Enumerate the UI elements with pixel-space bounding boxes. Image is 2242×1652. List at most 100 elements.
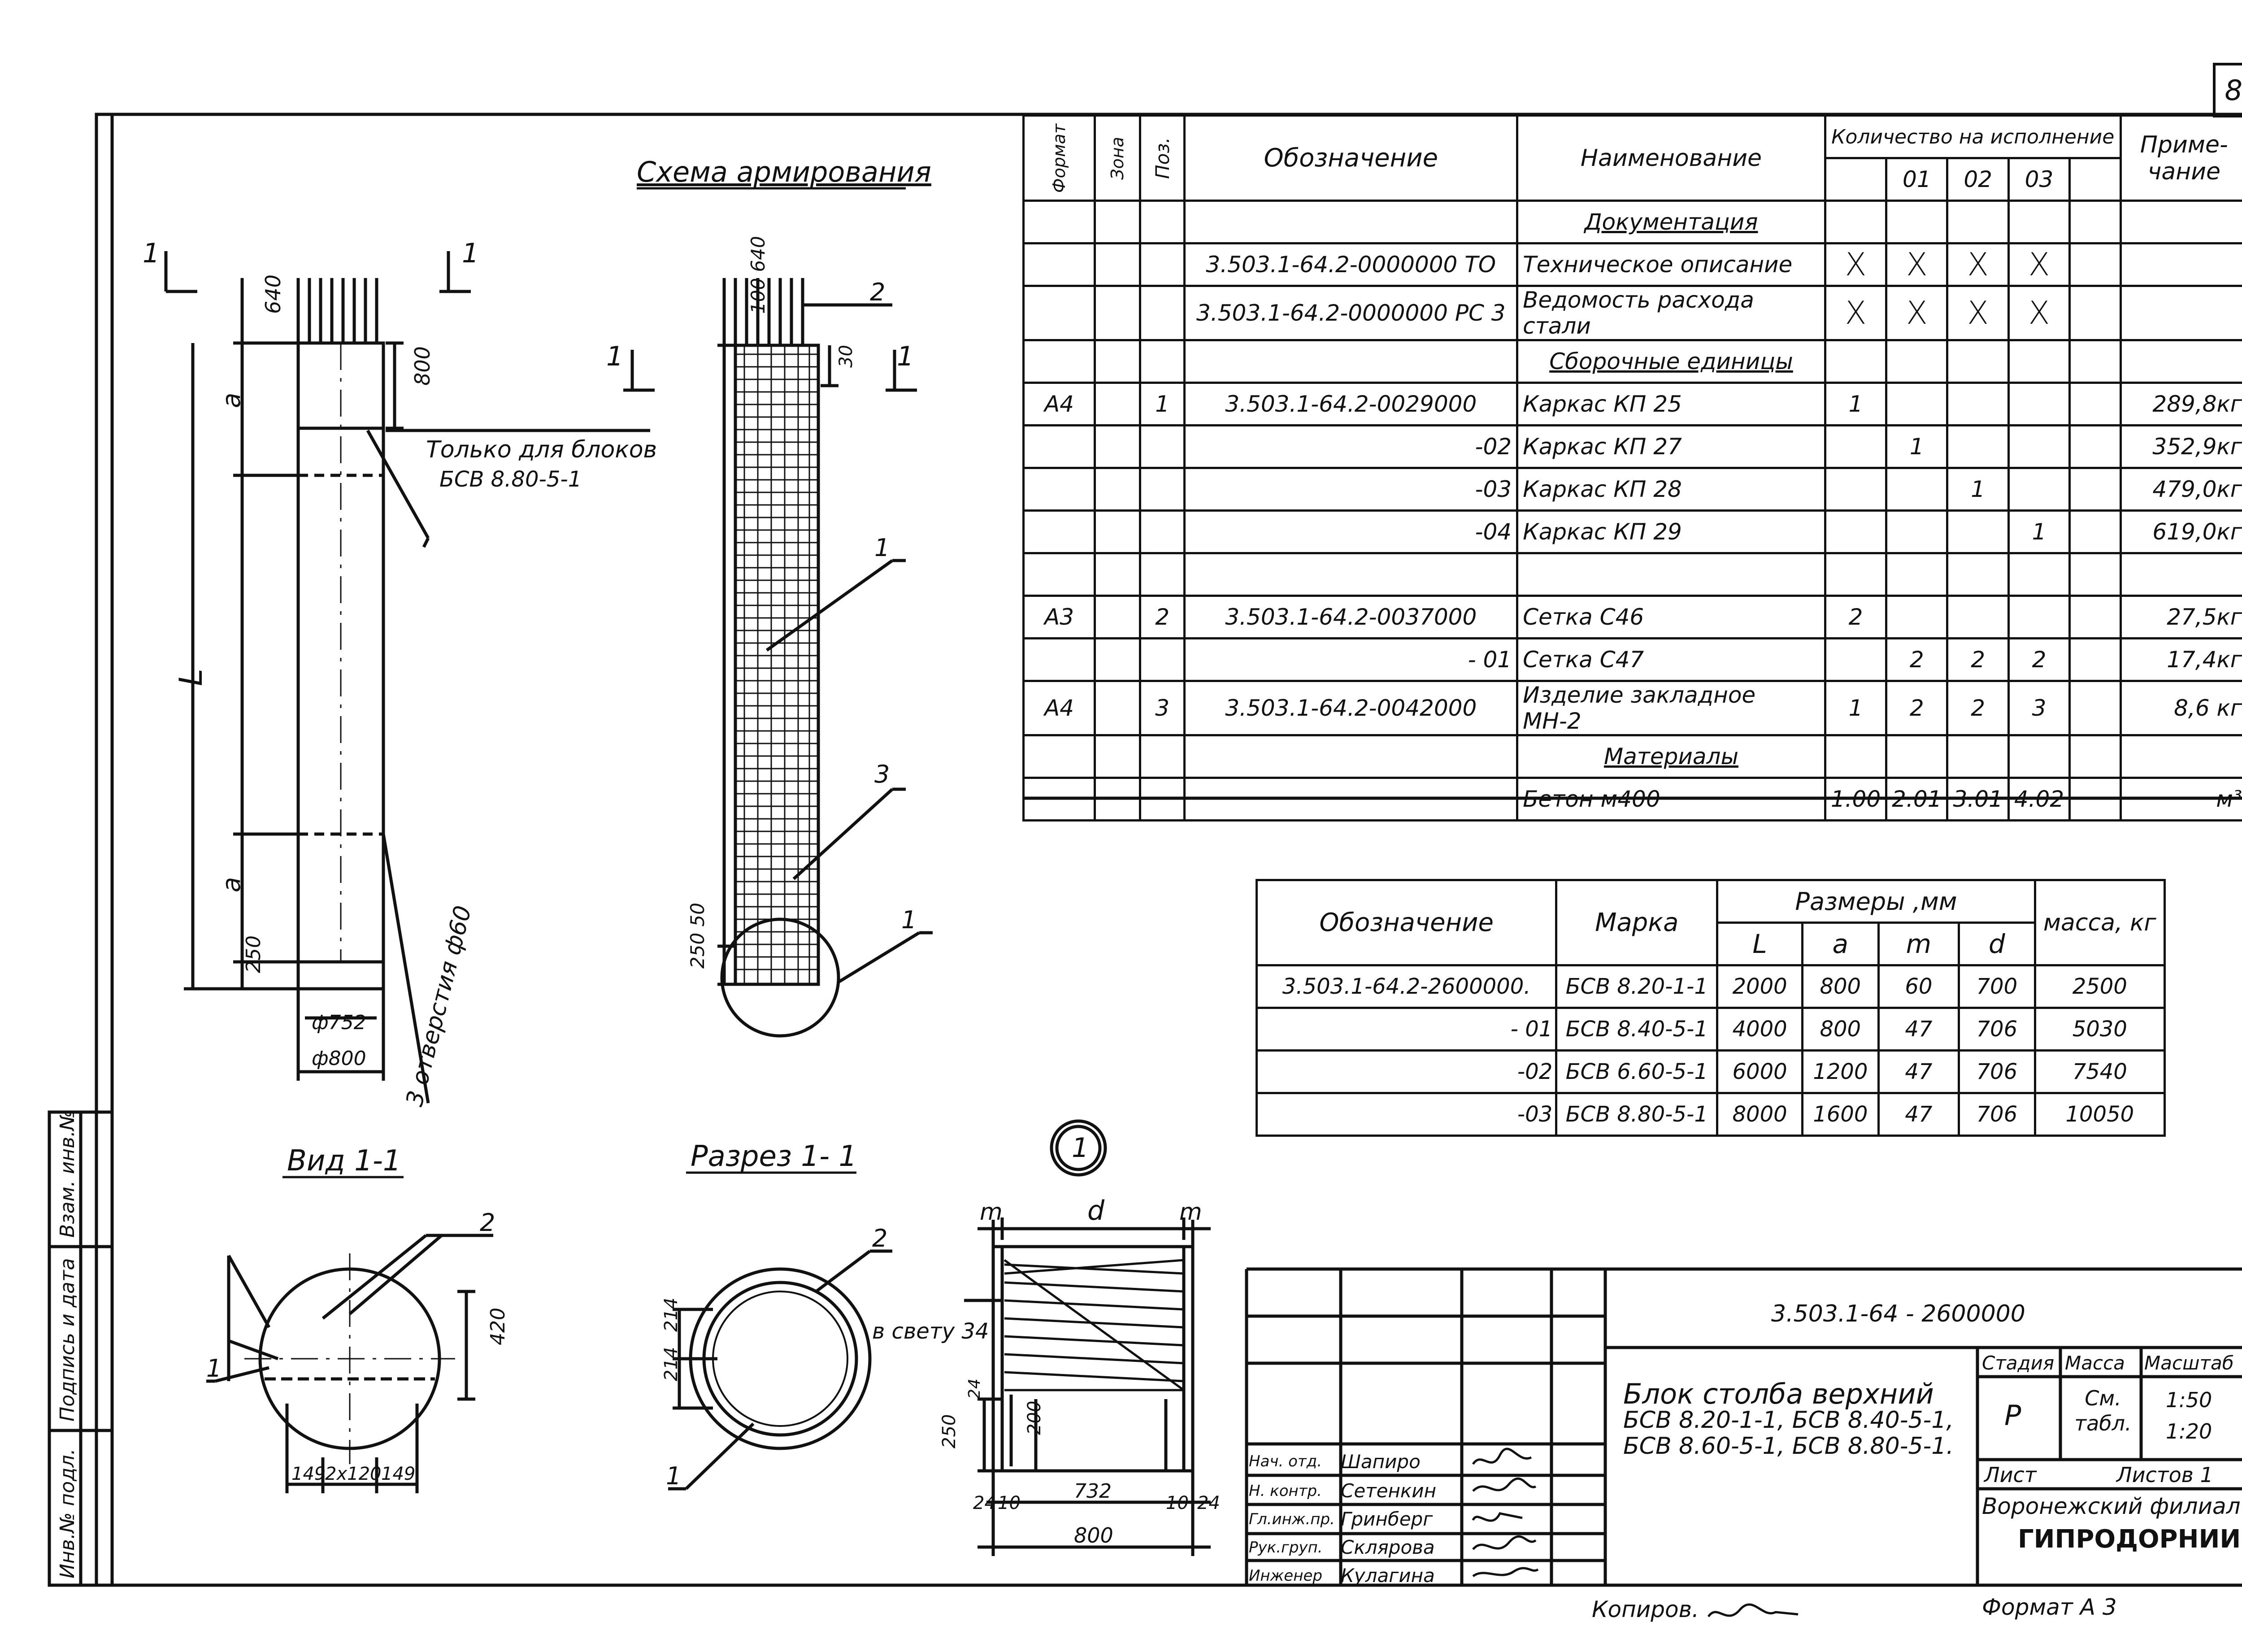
sec-dim-214b: 214: [661, 1347, 682, 1381]
spec-qty: [1824, 637, 1888, 682]
spec-qty: [1885, 552, 1949, 597]
size-d: 706: [1958, 1007, 2036, 1052]
detail-h200: 200: [1024, 1401, 1045, 1435]
section-1-1: [668, 1249, 892, 1491]
copier-signature: [1707, 1603, 1799, 1617]
spec-note: м³: [2119, 777, 2242, 822]
spec-designation: [1183, 734, 1519, 779]
spec-zone: [1094, 680, 1141, 736]
hdr-qty-col-1: 01: [1885, 157, 1949, 202]
hdr-qty-col-2: 02: [1946, 157, 2010, 202]
spec-zone: [1094, 200, 1141, 244]
scheme-title: Схема армирования: [637, 156, 931, 188]
spec-name: Каркас КП 27: [1516, 424, 1826, 469]
spec-name: Техническое описание: [1516, 242, 1826, 287]
spec-note: [2119, 242, 2242, 287]
spec-note: 27,5кг: [2119, 595, 2242, 639]
hdr-format: Формат: [1022, 114, 1096, 202]
scale-value-1: 1:50: [2166, 1388, 2212, 1412]
mass-label: Масса: [2065, 1352, 2125, 1374]
spec-section-heading: Сборочные единицы: [1516, 339, 1826, 384]
size-designation: -02: [1255, 1049, 1558, 1094]
spec-qty: [2068, 285, 2122, 341]
spec-designation: 3.503.1-64.2-0029000: [1183, 382, 1519, 426]
side-label-sign: Подпись и дата: [56, 1258, 79, 1422]
detail-b800: 800: [1074, 1523, 1113, 1548]
size-a: 800: [1801, 1007, 1880, 1052]
spec-qty: 1: [1824, 382, 1888, 426]
spec-designation: 3.503.1-64.2-0037000: [1183, 595, 1519, 639]
spec-designation: 3.503.1-64.2-0000000 РС 3: [1183, 285, 1519, 341]
hdr-designation: Обозначение: [1183, 114, 1519, 202]
title-block-frame: [1245, 1267, 2242, 1585]
scale-label: Масштаб: [2144, 1352, 2234, 1374]
spec-name: Бетон м400: [1516, 777, 1826, 822]
size-hdr-mass: масса, кг: [2033, 879, 2166, 966]
dim-d800: ф800: [312, 1047, 366, 1070]
dim-a-bottom: a: [217, 877, 246, 892]
spec-name: Ведомость расхода стали: [1516, 285, 1826, 341]
spec-pos: [1138, 509, 1186, 554]
spec-qty: [2007, 552, 2071, 597]
spec-qty: 2: [1885, 637, 1949, 682]
cage-dim-100-640: 100 640: [747, 236, 769, 314]
personnel-name: Шапиро: [1341, 1450, 1421, 1473]
size-m: 47: [1877, 1049, 1960, 1094]
cage-dim-250-50: 250 50: [687, 903, 708, 969]
spec-pos: 1: [1138, 382, 1186, 426]
spec-format: [1022, 552, 1096, 597]
spec-pos: [1138, 552, 1186, 597]
spec-qty: X: [1885, 285, 1949, 341]
spec-qty: 2: [1885, 680, 1949, 736]
spec-note: 619,0кг: [2119, 509, 2242, 554]
personnel-row: Н. контр.Сетенкин: [1249, 1477, 1464, 1505]
spec-qty: 2: [1946, 637, 2010, 682]
spec-qty: 3: [2007, 680, 2071, 736]
size-m: 47: [1877, 1007, 1960, 1052]
spec-qty: [1946, 382, 2010, 426]
spec-qty: [2068, 552, 2122, 597]
personnel-role: Н. контр.: [1249, 1482, 1322, 1500]
cage-pos-1b: 1: [901, 906, 917, 934]
spec-qty: X: [1946, 285, 2010, 341]
scale-value-2: 1:20: [2166, 1419, 2212, 1443]
spec-designation: [1183, 200, 1519, 244]
detail-m-left: m: [980, 1199, 1003, 1226]
detail-top-view: в свету 34: [872, 1319, 989, 1344]
specification-table: Формат Зона Поз. Обозначение Наименовани…: [1022, 114, 2242, 822]
spec-zone: [1094, 777, 1141, 822]
detail-h24: 24: [965, 1378, 984, 1399]
spec-pos: [1138, 242, 1186, 287]
spec-note: [2119, 285, 2242, 341]
spec-pos: [1138, 467, 1186, 512]
spec-zone: [1094, 242, 1141, 287]
sizes-table: Обозначение Марка Размеры ,мм масса, кг …: [1255, 879, 2166, 1137]
cut-label-1c: 1: [606, 341, 623, 372]
spec-qty: [2068, 680, 2122, 736]
detail-b10b: 10: [1166, 1493, 1189, 1513]
cut-label-1d: 1: [897, 341, 914, 372]
spec-designation: [1183, 339, 1519, 384]
spec-qty: [1946, 595, 2010, 639]
spec-note: [2119, 200, 2242, 244]
personnel-row: Нач. отд.Шапиро: [1249, 1446, 1464, 1477]
spec-pos: [1138, 734, 1186, 779]
spec-qty: [1946, 200, 2010, 244]
spec-name: Каркас КП 29: [1516, 509, 1826, 554]
spec-note: 352,9кг: [2119, 424, 2242, 469]
hdr-qty-col-0: [1824, 157, 1888, 202]
hdr-qty-col-4: [2068, 157, 2122, 202]
spec-format: [1022, 734, 1096, 779]
signatures: [1472, 1448, 1539, 1578]
spec-qty: [1946, 734, 2010, 779]
spec-zone: [1094, 637, 1141, 682]
cage-dim-30: 30: [836, 345, 856, 368]
size-hdr-sizes: Размеры ,мм: [1716, 879, 2036, 924]
spec-qty: 1: [2007, 509, 2071, 554]
cut-label-1b: 1: [462, 238, 479, 269]
detail-b732: 732: [1074, 1480, 1112, 1503]
